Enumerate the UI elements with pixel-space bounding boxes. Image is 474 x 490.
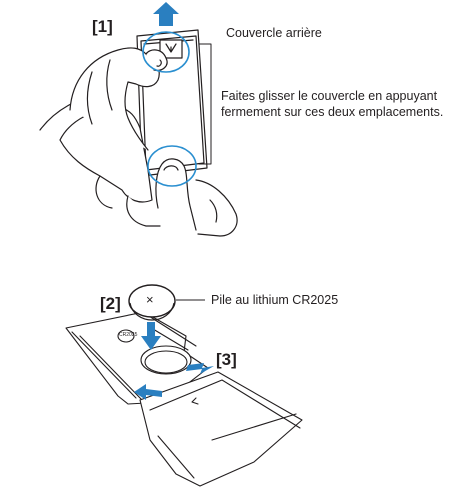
battery-well (140, 345, 192, 375)
back-cover-label: Couvercle arrière (226, 26, 322, 40)
figure-1 (39, 29, 238, 237)
step-1-label: [1] (92, 17, 113, 36)
slide-up-arrow (153, 2, 179, 26)
step-2-label: [2] (100, 294, 121, 313)
slide-arrow-left (134, 384, 162, 400)
battery-label: Pile au lithium CR2025 (211, 293, 339, 307)
small-coin (117, 329, 135, 343)
coin-battery (128, 284, 176, 321)
step-3-label: [3] (216, 350, 237, 369)
instruction-line-1: Faites glisser le couvercle en appuyant (221, 89, 438, 103)
coin-mark: × (146, 292, 154, 307)
press-circle-top (142, 31, 190, 73)
slid-cover (139, 371, 303, 487)
insert-arrow (141, 322, 161, 350)
slide-arrow-right (186, 363, 214, 374)
small-coin-text: CR2025 (119, 332, 138, 338)
press-circle-bottom (147, 145, 197, 187)
figure-2 (65, 311, 303, 487)
instruction-line-2: fermement sur ces deux emplacements. (221, 105, 444, 119)
bracket (198, 43, 212, 165)
right-hand (69, 47, 160, 151)
